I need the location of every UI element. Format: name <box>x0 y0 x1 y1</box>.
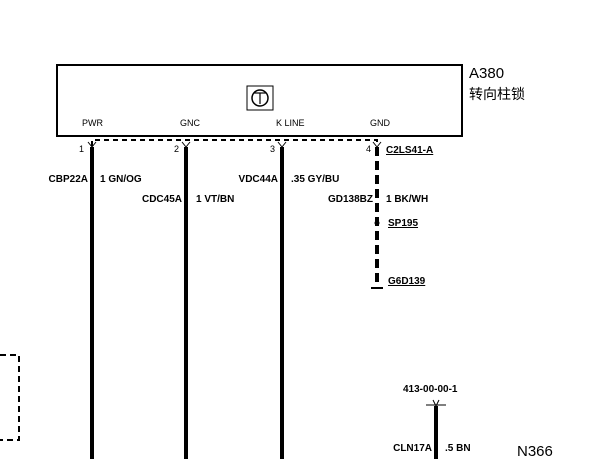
pin-label-gnd: GND <box>370 118 391 128</box>
module-code: A380 <box>469 65 504 82</box>
ground-id: G6D139 <box>388 276 426 287</box>
connector-id: C2LS41-A <box>386 145 433 156</box>
steering-lock-icon <box>246 85 274 111</box>
wire-1-circuit: CBP22A <box>49 174 88 185</box>
lower-wire-circuit: CLN17A <box>393 443 432 454</box>
pin-number-1: 1 <box>79 144 84 154</box>
wire-1-spec: 1 GN/OG <box>100 174 142 185</box>
reference-id: 413-00-00-1 <box>403 384 458 395</box>
module-name: 转向柱锁 <box>469 87 525 103</box>
pin-label-pwr: PWR <box>82 118 103 128</box>
lower-wire-spec: .5 BN <box>445 443 471 454</box>
pin-number-3: 3 <box>270 144 275 154</box>
wire-4-spec: 1 BK/WH <box>386 194 428 205</box>
wire-2-circuit: CDC45A <box>142 194 182 205</box>
adjacent-component-outline <box>0 354 20 441</box>
wire-3-spec: .35 GY/BU <box>291 174 339 185</box>
pin-number-2: 2 <box>174 144 179 154</box>
module-box <box>56 64 463 137</box>
pin-label-kline: K LINE <box>276 118 305 128</box>
pin-number-4: 4 <box>366 144 371 154</box>
wire-3-circuit: VDC44A <box>239 174 278 185</box>
connector-outline <box>91 139 378 146</box>
splice-dot <box>374 220 380 226</box>
page-ref: N366 <box>517 443 553 459</box>
splice-id: SP195 <box>388 218 418 229</box>
wire-2-spec: 1 VT/BN <box>196 194 234 205</box>
wire-4-circuit: GD138BZ <box>328 194 373 205</box>
pin-label-gnc: GNC <box>180 118 201 128</box>
